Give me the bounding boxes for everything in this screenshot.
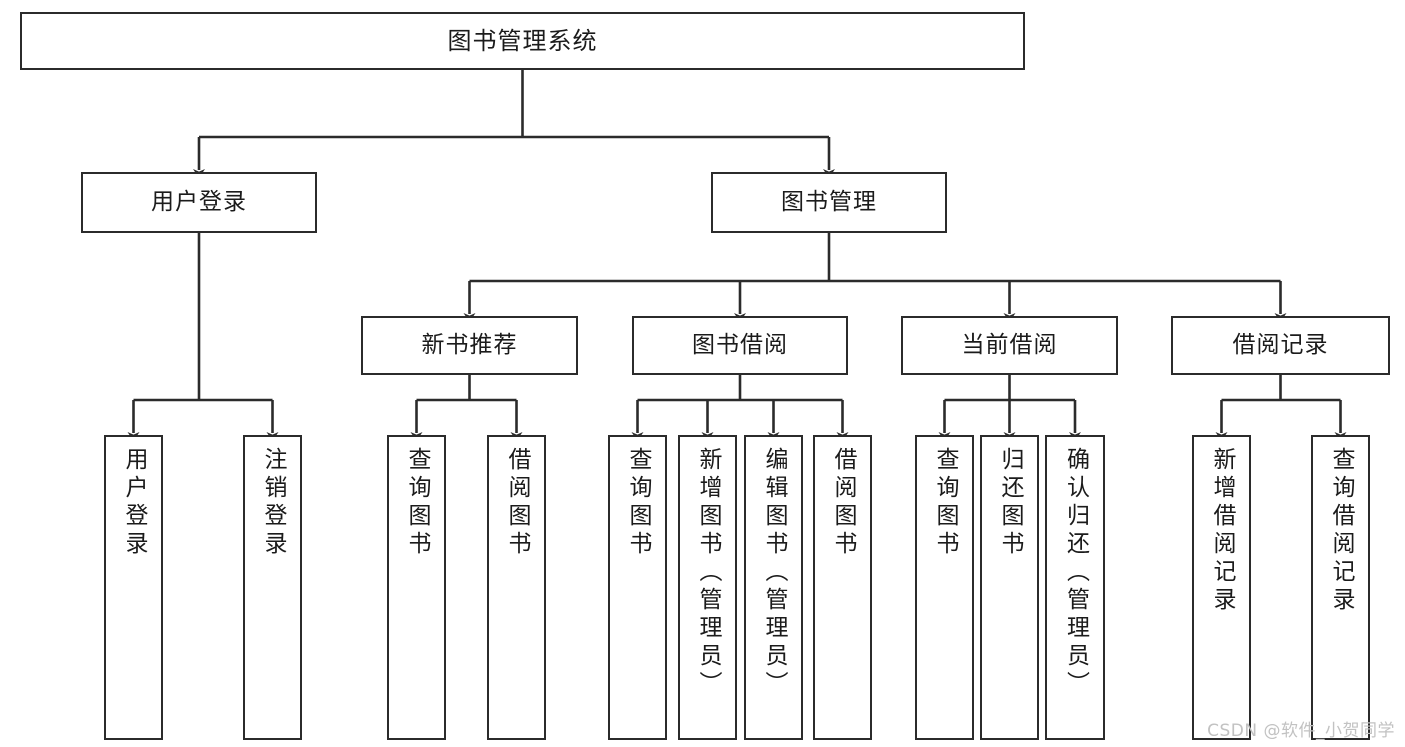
node-l1[interactable]: 用户登录 (104, 435, 163, 740)
node-current[interactable]: 当前借阅 (901, 316, 1118, 375)
node-label: 用户登录 (121, 447, 147, 559)
node-l10[interactable]: 归还图书 (980, 435, 1039, 740)
node-l13[interactable]: 查询借阅记录 (1311, 435, 1370, 740)
node-records[interactable]: 借阅记录 (1171, 316, 1390, 375)
node-label: 归还图书 (997, 447, 1023, 559)
node-label: 借阅记录 (1232, 331, 1329, 358)
node-l12[interactable]: 新增借阅记录 (1192, 435, 1251, 740)
node-label: 查询图书 (932, 447, 958, 559)
node-label: 查询借阅记录 (1328, 447, 1354, 615)
node-l11[interactable]: 确认归还（管理员） (1045, 435, 1105, 740)
node-label: 新增图书（管理员） (695, 447, 721, 699)
node-label: 新书推荐 (421, 331, 518, 358)
node-l6[interactable]: 新增图书（管理员） (678, 435, 737, 740)
node-label: 图书管理 (781, 188, 877, 215)
node-label: 编辑图书（管理员） (761, 447, 787, 699)
node-l5[interactable]: 查询图书 (608, 435, 667, 740)
node-l7[interactable]: 编辑图书（管理员） (744, 435, 803, 740)
node-label: 注销登录 (260, 447, 286, 559)
node-login[interactable]: 用户登录 (81, 172, 317, 233)
node-root[interactable]: 图书管理系统 (20, 12, 1025, 70)
node-l4[interactable]: 借阅图书 (487, 435, 546, 740)
node-label: 查询图书 (625, 447, 651, 559)
node-bookmgr[interactable]: 图书管理 (711, 172, 947, 233)
node-label: 借阅图书 (830, 447, 856, 559)
node-label: 借阅图书 (504, 447, 530, 559)
node-label: 新增借阅记录 (1209, 447, 1235, 615)
node-label: 图书借阅 (692, 331, 788, 358)
node-label: 确认归还（管理员） (1062, 447, 1089, 699)
node-l9[interactable]: 查询图书 (915, 435, 974, 740)
watermark: CSDN @软件_小贺同学 (1207, 721, 1395, 741)
node-borrow[interactable]: 图书借阅 (632, 316, 848, 375)
node-l8[interactable]: 借阅图书 (813, 435, 872, 740)
node-label: 图书管理系统 (447, 26, 598, 55)
node-label: 当前借阅 (961, 331, 1058, 358)
node-l2[interactable]: 注销登录 (243, 435, 302, 740)
node-l3[interactable]: 查询图书 (387, 435, 446, 740)
node-label: 用户登录 (151, 188, 247, 215)
node-newbook[interactable]: 新书推荐 (361, 316, 578, 375)
node-label: 查询图书 (404, 447, 430, 559)
